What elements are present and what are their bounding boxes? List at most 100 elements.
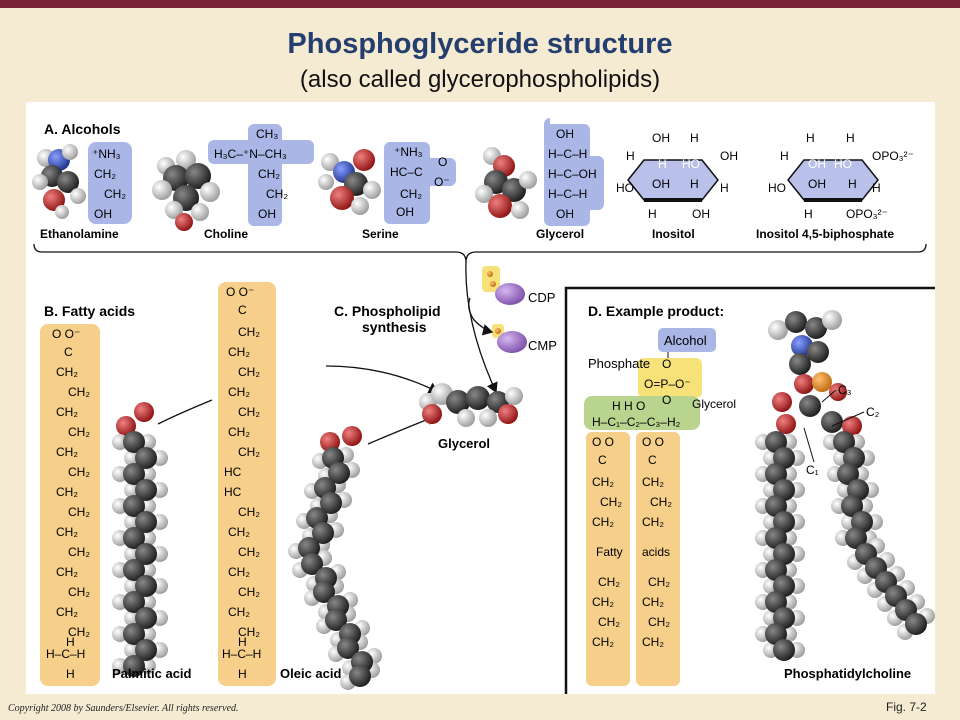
svg-text:CH₂: CH₂ xyxy=(648,575,670,589)
c1-pointer xyxy=(803,427,815,463)
fatty-chain2-formula: O O C CH₂ CH₂ CH₂ CH₂ CH₂ CH₂ CH₂ xyxy=(642,435,672,649)
pc-hydrogen xyxy=(768,320,788,340)
svg-text:OH: OH xyxy=(258,207,276,221)
alcohols-bracket xyxy=(33,243,927,263)
svg-text:CH₂: CH₂ xyxy=(68,425,90,439)
oleic-carbon xyxy=(328,462,350,484)
palmitic-carbon xyxy=(123,559,145,581)
svg-text:C: C xyxy=(648,453,657,467)
oleic-model xyxy=(288,426,382,690)
svg-text:HC: HC xyxy=(224,485,242,499)
glycerol-model-c xyxy=(419,383,523,427)
synthesis-heading-2: synthesis xyxy=(362,319,427,335)
svg-text:H–C–OH: H–C–OH xyxy=(548,167,597,181)
oleic-carbon xyxy=(312,522,334,544)
svg-text:CH₂: CH₂ xyxy=(238,405,260,419)
svg-text:CH₂: CH₂ xyxy=(600,495,622,509)
fatty-chain2-box xyxy=(636,432,680,686)
phosphate-label: Phosphate xyxy=(588,356,650,371)
svg-text:CH₂: CH₂ xyxy=(56,485,78,499)
palmitic-box xyxy=(40,324,100,686)
pc-carbon xyxy=(789,353,811,375)
c3-pointer xyxy=(821,389,837,403)
svg-text:HO: HO xyxy=(768,181,786,195)
svg-text:CH₂: CH₂ xyxy=(228,385,250,399)
svg-text:HC–C: HC–C xyxy=(390,165,423,179)
svg-text:O O: O O xyxy=(642,435,664,449)
svg-text:CH₂: CH₂ xyxy=(56,605,78,619)
oleic-box xyxy=(218,282,276,686)
svg-text:H: H xyxy=(720,181,729,195)
svg-text:CH₂: CH₂ xyxy=(238,585,260,599)
svg-text:CH₂: CH₂ xyxy=(104,187,126,201)
svg-text:H–C–H: H–C–H xyxy=(548,147,587,161)
svg-text:CH₂: CH₂ xyxy=(648,615,670,629)
pc-oxygen xyxy=(772,392,792,412)
serine-box xyxy=(384,142,456,224)
svg-text:H: H xyxy=(658,157,667,171)
svg-text:H–C–H: H–C–H xyxy=(46,647,85,661)
page-title: Phosphoglyceride structure xyxy=(287,28,673,60)
phosphate-box xyxy=(638,358,702,398)
svg-text:OH: OH xyxy=(692,207,710,221)
choline-box xyxy=(208,124,314,226)
figure-svg: A. Alcohols ⁺NH₃ CH₂ CH₂ OH Ethanolamine… xyxy=(32,118,935,694)
svg-text:CH₂: CH₂ xyxy=(592,595,614,609)
svg-text:CH₂: CH₂ xyxy=(228,565,250,579)
phosphate-o-top: O xyxy=(662,357,671,371)
cdp-label: CDP xyxy=(528,290,555,305)
inositol-ring xyxy=(627,159,719,202)
svg-text:HC: HC xyxy=(224,465,242,479)
inositol-labels: OH H H OH H HO HO OH H H OH H xyxy=(616,131,738,221)
svg-text:H: H xyxy=(238,667,247,681)
svg-text:CH₂: CH₂ xyxy=(228,605,250,619)
choline-model xyxy=(152,150,220,231)
svg-text:H₃C–⁺N–CH₃: H₃C–⁺N–CH₃ xyxy=(214,147,287,161)
svg-text:H: H xyxy=(648,207,657,221)
svg-text:H: H xyxy=(806,131,815,145)
svg-text:⁺NH₃: ⁺NH₃ xyxy=(92,147,121,161)
svg-text:H: H xyxy=(780,149,789,163)
pc-carbon xyxy=(841,495,863,517)
pc-carbon xyxy=(905,613,927,635)
glycerol-box-a xyxy=(544,118,604,226)
oleic-carbon xyxy=(349,665,371,687)
glycerol-box-d xyxy=(584,396,700,430)
palmitic-arrow xyxy=(325,365,440,394)
svg-text:OPO₃²⁻: OPO₃²⁻ xyxy=(846,207,888,221)
product-label: Phosphatidylcholine xyxy=(784,666,911,681)
svg-text:CH₂: CH₂ xyxy=(238,505,260,519)
svg-text:CH₂: CH₂ xyxy=(228,425,250,439)
svg-text:CH₂: CH₂ xyxy=(68,625,90,639)
svg-text:CH₂: CH₂ xyxy=(642,515,664,529)
svg-text:OH: OH xyxy=(808,157,826,171)
alcohols-heading: A. Alcohols xyxy=(44,121,121,137)
svg-text:H: H xyxy=(690,131,699,145)
svg-text:CH₂: CH₂ xyxy=(68,545,90,559)
svg-text:OH: OH xyxy=(556,127,574,141)
glycerol-label-d: Glycerol xyxy=(692,397,736,411)
pc-oxygen xyxy=(794,374,814,394)
svg-text:O⁻: O⁻ xyxy=(434,175,450,189)
svg-text:HO: HO xyxy=(682,157,700,171)
svg-text:H–C–H: H–C–H xyxy=(222,647,261,661)
serine-label: Serine xyxy=(362,227,399,241)
svg-text:CH₂: CH₂ xyxy=(238,545,260,559)
c2-label: C₂ xyxy=(866,405,880,419)
cmp-label: CMP xyxy=(528,338,557,353)
oleic-carbon xyxy=(337,637,359,659)
figure-reference: Fig. 7-2 xyxy=(886,700,927,714)
fatty-acids-heading: B. Fatty acids xyxy=(44,303,135,319)
svg-text:OH: OH xyxy=(808,177,826,191)
svg-text:CH₂: CH₂ xyxy=(56,565,78,579)
oleic-formula: O O⁻ C CH₂ CH₂ CH₂ CH₂ CH₂ CH₂ CH₂ HC HC… xyxy=(222,285,261,681)
oleic-carbon xyxy=(325,609,347,631)
pc-carbon xyxy=(805,317,827,339)
section-d-frame xyxy=(564,286,935,694)
oleic-oxygen xyxy=(320,432,340,452)
pc-carbon xyxy=(837,463,859,485)
svg-text:CH₂: CH₂ xyxy=(650,495,672,509)
palmitic-carbon xyxy=(135,639,157,661)
svg-text:CH₂: CH₂ xyxy=(642,595,664,609)
cdp-to-cmp-arrow xyxy=(468,297,494,336)
